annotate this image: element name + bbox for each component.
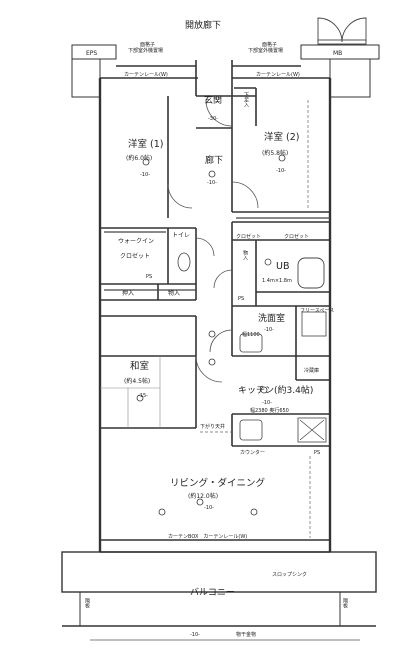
free-space-label: フリースペース [300, 308, 335, 314]
genkan-frame: -30- [208, 116, 218, 122]
partition-left-label: 隔板 [84, 598, 90, 608]
west-room-1-label: 洋室 (1) [128, 139, 164, 150]
eps-column [71, 58, 101, 98]
ps-2-label: PS [238, 296, 245, 302]
washbasin [239, 333, 263, 353]
curtain-right-label: カーテンレール(W) [256, 72, 300, 78]
west-room-1-frame: -10- [140, 172, 150, 178]
kitchen-label: キッチン(約3.4帖) [238, 386, 314, 396]
eps-label: EPS [86, 50, 98, 57]
ps-3-label: PS [314, 450, 321, 456]
living-label: リビング・ダイニング [170, 478, 266, 489]
west-room-2-frame: -10- [276, 168, 286, 174]
ub-size: 1.4m×1.8m [262, 278, 292, 284]
exterior-walls [98, 78, 332, 552]
mb-label: MB [333, 50, 343, 57]
lattice-left-label: 面格子 [140, 42, 156, 48]
lowered-ceiling-lines [200, 100, 311, 538]
burners [299, 419, 325, 441]
washstand-label: 幅1100 [242, 332, 260, 338]
washitsu-size: (約4.5帖) [124, 378, 151, 385]
balcony-floor [61, 551, 377, 593]
storage-b-label: 物入 [168, 290, 181, 297]
ub-label: UB [276, 261, 290, 272]
curtain-box-label: カーテンBOX カーテンレール(W) [168, 534, 248, 540]
lattice-right-sub-label: 下部室外機置場 [248, 48, 284, 54]
frame-top-label: -10- [190, 632, 200, 638]
getabako-label: 下足入 [243, 92, 249, 107]
west-room-2-size: (約5.8帖) [262, 150, 289, 157]
oshiire-label: 押入 [122, 290, 135, 297]
hallway-frame: -10- [207, 180, 217, 186]
partition-right-label: 隔板 [342, 598, 348, 608]
kitchen-dim: 幅2380 奥行650 [250, 408, 289, 414]
lattice-left-sub-label: 下部室外機置場 [128, 48, 164, 54]
walkin-label-2: クロゼット [120, 253, 151, 260]
slop-sink-label: スロップシンク [272, 572, 308, 578]
bathtub [297, 257, 325, 289]
storage-a-label: 物入 [242, 250, 248, 260]
hallway-label: 廊下 [205, 156, 224, 166]
genkan-label: 玄関 [204, 96, 223, 106]
interior-walls [100, 60, 330, 553]
handrail-label: 物干金物 [236, 632, 257, 638]
drain [264, 258, 272, 266]
balcony-label: バルコニー [190, 588, 235, 598]
corridor-label: 開放廊下 [185, 21, 222, 31]
toilet-bowl [177, 252, 191, 272]
walkin-label: ウォークイン [118, 238, 155, 245]
kitchen-frame: -10- [262, 400, 272, 406]
washroom-label: 洗面室 [258, 314, 286, 324]
sagari-label: 下がり天井 [200, 424, 226, 430]
mb-column [329, 58, 371, 98]
counter-label: カウンター [240, 450, 266, 456]
washer-space [301, 311, 327, 337]
washitsu-frame: -15- [138, 393, 148, 399]
tatami-mats [100, 356, 161, 428]
mb-door-arcs [317, 17, 367, 45]
toilet-label: トイレ [172, 232, 191, 239]
curtain-left-label: カーテンレール(W) [124, 72, 168, 78]
fridge-label: 冷蔵庫 [304, 368, 320, 374]
washroom-frame: -10- [264, 327, 274, 333]
sink [239, 419, 263, 441]
west-room-1-size: (約6.0帖) [126, 155, 153, 162]
sliding-doors [104, 217, 330, 291]
west-room-2-label: 洋室 (2) [264, 132, 300, 143]
closet-a-label: クロゼット [236, 234, 262, 240]
closet-b-label: クロゼット [284, 234, 310, 240]
ps-1-label: PS [146, 274, 153, 280]
door-swings [167, 99, 259, 383]
living-size: (約12.0帖) [188, 493, 219, 500]
cooktop [297, 417, 327, 443]
washitsu-label: 和室 [130, 361, 150, 372]
lattice-right-label: 面格子 [262, 42, 278, 48]
light-points [136, 154, 286, 516]
living-frame: -10- [204, 505, 214, 511]
